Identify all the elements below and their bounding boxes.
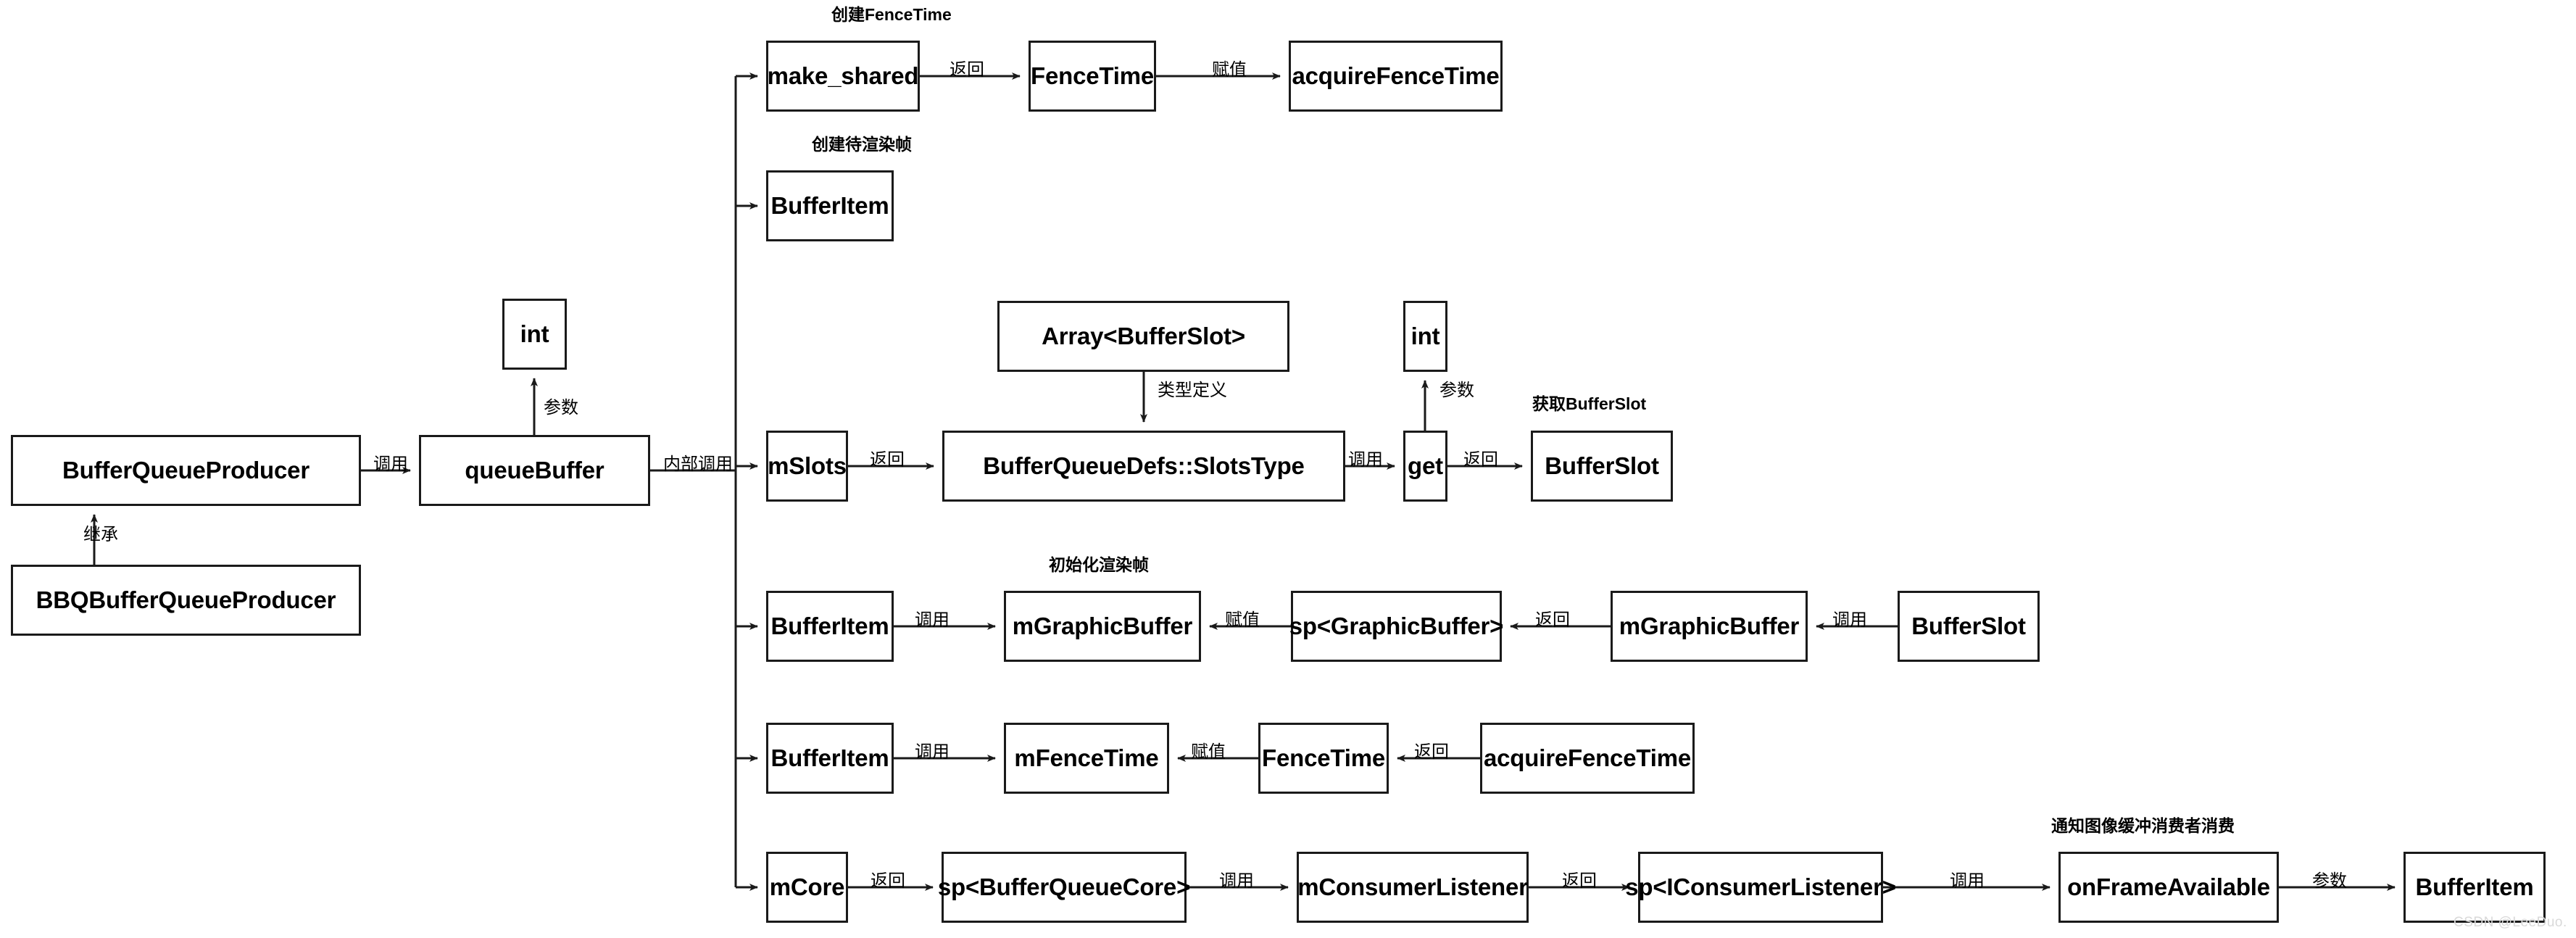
- node-mslots[interactable]: mSlots: [766, 431, 848, 502]
- edge-label-param-get-int: 参数: [1439, 381, 1474, 400]
- node-int-get-param[interactable]: int: [1403, 301, 1447, 372]
- edge-label-param-bufferitem: 参数: [2312, 871, 2347, 891]
- edge-label-call-mconsumer: 调用: [1219, 871, 1254, 891]
- node-mgraphicbuffer-item[interactable]: mGraphicBuffer: [1004, 591, 1201, 662]
- edge-label-return-slotstype: 返回: [870, 450, 905, 470]
- node-sp-bufferqueuecore[interactable]: sp<BufferQueueCore>: [938, 852, 1190, 923]
- edge-label-call-onframe: 调用: [1950, 871, 1985, 891]
- node-make-shared[interactable]: make_shared: [766, 41, 920, 112]
- node-mconsumerlistener[interactable]: mConsumerListener: [1297, 852, 1529, 923]
- edge-label-return-acquirefence: 返回: [1414, 742, 1449, 762]
- note-init-render-frame: 初始化渲染帧: [1049, 555, 1149, 574]
- edge-label-inherit: 继承: [83, 525, 118, 544]
- note-notify-consumer: 通知图像缓冲消费者消费: [2051, 816, 2235, 835]
- node-bufferitem-fence[interactable]: BufferItem: [766, 723, 894, 794]
- node-bufferitem-create[interactable]: BufferItem: [766, 170, 894, 241]
- edge-label-call-queuebuffer: 调用: [373, 455, 408, 474]
- edge-label-call-mfencetime: 调用: [915, 742, 950, 762]
- node-sp-graphicbuffer[interactable]: sp<GraphicBuffer>: [1289, 591, 1503, 662]
- edge-label-return-fencetime: 返回: [950, 60, 984, 80]
- node-bufferslot-right[interactable]: BufferSlot: [1531, 431, 1673, 502]
- edge-label-call-get: 调用: [1348, 450, 1383, 470]
- edge-label-typedef: 类型定义: [1158, 381, 1227, 400]
- node-fencetime-top[interactable]: FenceTime: [1029, 41, 1156, 112]
- edge-label-return-bufferslot: 返回: [1463, 450, 1498, 470]
- node-bufferslot-graphic[interactable]: BufferSlot: [1898, 591, 2040, 662]
- edge-label-return-spcore: 返回: [871, 871, 905, 891]
- node-array-bufferslot[interactable]: Array<BufferSlot>: [997, 301, 1289, 372]
- node-onframeavailable[interactable]: onFrameAvailable: [2058, 852, 2279, 923]
- node-acquirefencetime-top[interactable]: acquireFenceTime: [1289, 41, 1503, 112]
- edge-label-internal-call: 内部调用: [663, 455, 733, 474]
- node-queuebuffer[interactable]: queueBuffer: [419, 435, 650, 506]
- node-bufferitem-graphic[interactable]: BufferItem: [766, 591, 894, 662]
- node-int-param[interactable]: int: [502, 299, 567, 370]
- watermark: CSDN @LeeDuo.: [2454, 915, 2567, 930]
- edge-label-assign-fencetime: 赋值: [1191, 742, 1226, 762]
- edge-label-assign-acquire: 赋值: [1212, 60, 1247, 80]
- note-get-bufferslot: 获取BufferSlot: [1532, 394, 1647, 413]
- note-create-render-frame: 创建待渲染帧: [812, 135, 912, 154]
- edge-label-param-int: 参数: [544, 398, 578, 418]
- node-mgraphicbuffer-slot[interactable]: mGraphicBuffer: [1611, 591, 1808, 662]
- node-bbqbufferqueueproducer[interactable]: BBQBufferQueueProducer: [11, 565, 361, 636]
- edge-label-return-spilistener: 返回: [1562, 871, 1597, 891]
- edge-label-assign-spgraphic: 赋值: [1225, 610, 1260, 630]
- node-get[interactable]: get: [1403, 431, 1447, 502]
- edge-label-call-mgraphicbuffer: 调用: [915, 610, 950, 630]
- edge-label-call-bufferslot: 调用: [1832, 610, 1867, 630]
- node-sp-iconsumerlistener[interactable]: sp<IConsumerListener>: [1625, 852, 1896, 923]
- node-bufferqueueproducer[interactable]: BufferQueueProducer: [11, 435, 361, 506]
- node-mfencetime[interactable]: mFenceTime: [1004, 723, 1169, 794]
- note-create-fencetime: 创建FenceTime: [831, 5, 952, 24]
- node-mcore[interactable]: mCore: [766, 852, 848, 923]
- edge-label-return-mgraphic: 返回: [1535, 610, 1570, 630]
- node-acquirefencetime-row[interactable]: acquireFenceTime: [1480, 723, 1695, 794]
- node-bufferitem-final[interactable]: BufferItem: [2403, 852, 2546, 923]
- node-bufferqueuedefs-slotstype[interactable]: BufferQueueDefs::SlotsType: [942, 431, 1345, 502]
- node-fencetime-row[interactable]: FenceTime: [1258, 723, 1389, 794]
